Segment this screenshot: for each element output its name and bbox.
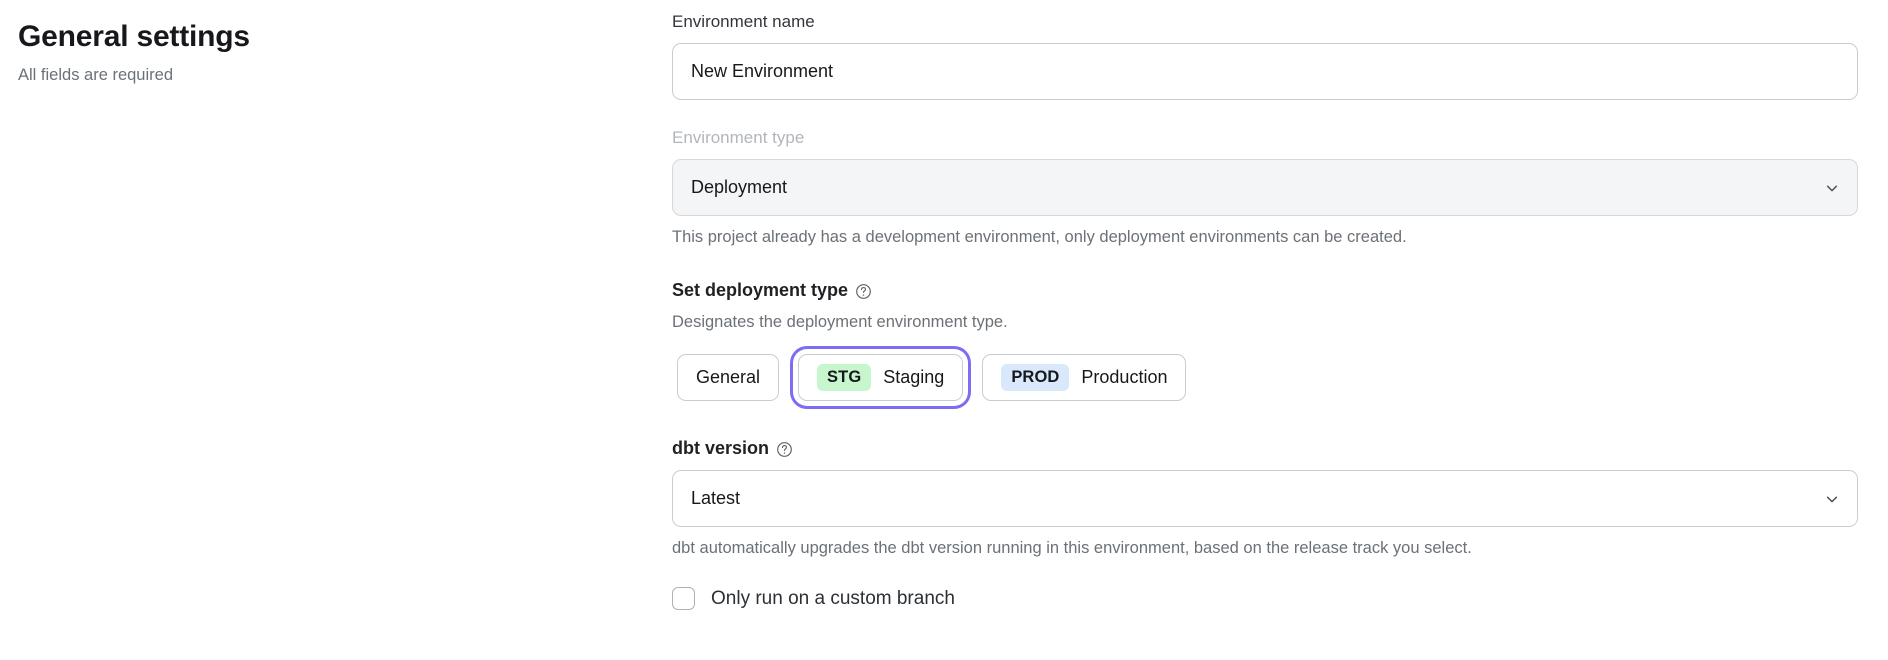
environment-type-select[interactable]: Deployment bbox=[672, 159, 1858, 216]
environment-name-field: Environment name New Environment bbox=[672, 10, 1858, 100]
environment-type-label: Environment type bbox=[672, 128, 805, 147]
environment-type-value: Deployment bbox=[691, 177, 788, 197]
deployment-option-general-label: General bbox=[696, 367, 761, 387]
deployment-type-description: Designates the deployment environment ty… bbox=[672, 313, 1008, 331]
deployment-option-production[interactable]: PROD Production bbox=[982, 354, 1187, 401]
deployment-option-production-label: Production bbox=[1081, 367, 1168, 387]
custom-branch-checkbox[interactable] bbox=[672, 587, 695, 610]
deployment-option-staging-wrap: STG Staging bbox=[793, 349, 968, 406]
dbt-version-heading-row: dbt version bbox=[672, 436, 1858, 460]
deployment-type-options: General STG Staging PROD Production bbox=[672, 349, 1858, 406]
custom-branch-label: Only run on a custom branch bbox=[711, 587, 955, 609]
dbt-version-select[interactable]: Latest bbox=[672, 470, 1858, 527]
dbt-version-helper: dbt automatically upgrades the dbt versi… bbox=[672, 539, 1472, 557]
deployment-option-staging-label: Staging bbox=[883, 367, 945, 387]
environment-name-value: New Environment bbox=[691, 61, 834, 81]
deployment-option-general-wrap: General bbox=[672, 349, 784, 406]
settings-form: Environment name New Environment Environ… bbox=[672, 10, 1858, 610]
deployment-option-general[interactable]: General bbox=[677, 354, 780, 401]
page-title: General settings bbox=[18, 20, 250, 53]
environment-name-input[interactable]: New Environment bbox=[672, 43, 1858, 100]
chevron-down-icon bbox=[1825, 492, 1839, 506]
dbt-version-section: dbt version Latest dbt automatically upg… bbox=[672, 436, 1858, 559]
deployment-option-production-badge: PROD bbox=[1001, 364, 1070, 391]
environment-type-helper: This project already has a development e… bbox=[672, 228, 1407, 246]
custom-branch-row[interactable]: Only run on a custom branch bbox=[672, 587, 1858, 610]
deployment-type-heading: Set deployment type bbox=[672, 280, 849, 300]
dbt-version-heading: dbt version bbox=[672, 438, 770, 458]
deployment-type-heading-row: Set deployment type bbox=[672, 278, 1858, 302]
deployment-option-staging[interactable]: STG Staging bbox=[798, 354, 964, 401]
environment-type-field: Environment type Deployment This project… bbox=[672, 126, 1858, 248]
question-circle-icon[interactable] bbox=[776, 440, 793, 457]
question-circle-icon[interactable] bbox=[855, 282, 872, 299]
deployment-option-production-wrap: PROD Production bbox=[977, 349, 1191, 406]
deployment-option-staging-badge: STG bbox=[817, 364, 872, 391]
environment-name-label: Environment name bbox=[672, 12, 815, 31]
deployment-type-section: Set deployment type Designates the deplo… bbox=[672, 278, 1858, 406]
page-subtitle: All fields are required bbox=[18, 66, 173, 84]
settings-header: General settings All fields are required bbox=[18, 18, 538, 86]
chevron-down-icon bbox=[1825, 181, 1839, 195]
dbt-version-value: Latest bbox=[691, 488, 741, 508]
